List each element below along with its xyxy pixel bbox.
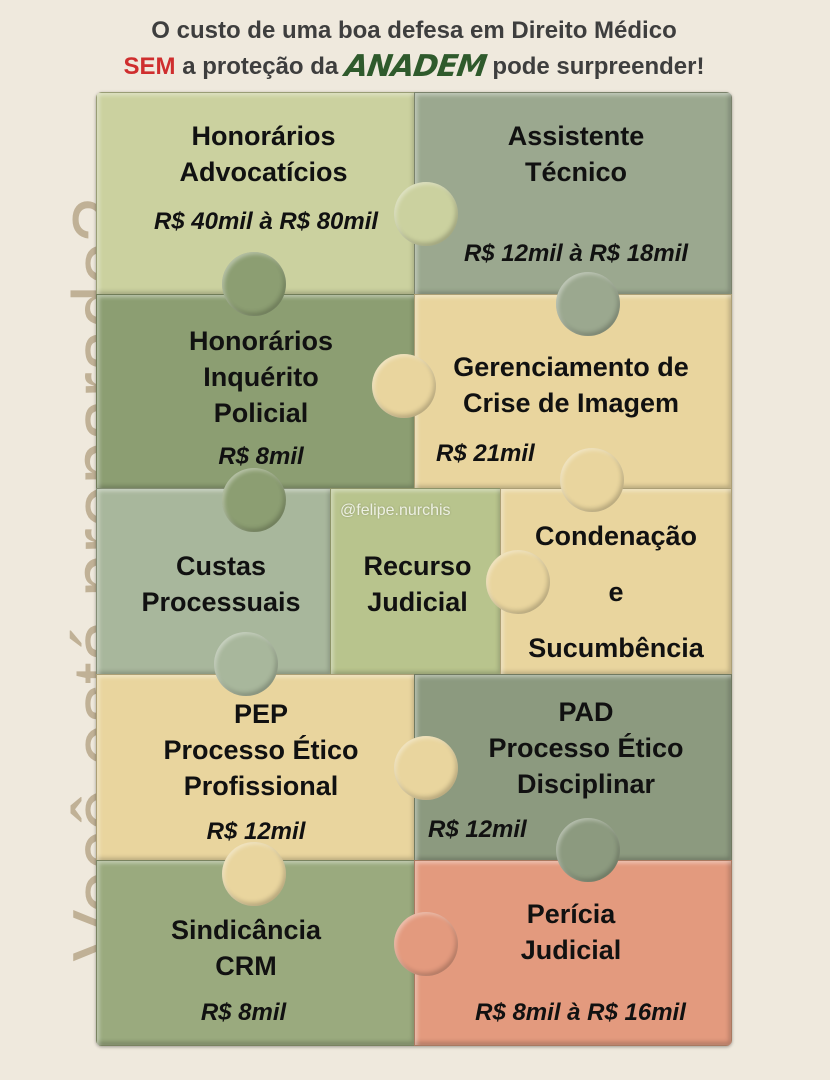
pericia-title: Perícia Judicial: [466, 896, 676, 968]
piece-pericia: [414, 860, 732, 1046]
puzzle-knob: [372, 354, 436, 418]
piece-custas-processuais: [96, 488, 332, 676]
title-line: Inquérito: [203, 362, 319, 392]
title-line: Honorários: [191, 121, 336, 151]
pep-title: PEP Processo Ético Profissional: [126, 696, 396, 804]
title-line: Policial: [213, 398, 309, 428]
header-line-2-mid: a proteção da: [182, 53, 339, 80]
title-line: Perícia: [526, 899, 616, 929]
custas-processuais-title: Custas Processuais: [116, 548, 326, 620]
title-line: Processo Ético: [163, 735, 359, 765]
assistente-tecnico-title: Assistente Técnico: [456, 118, 696, 190]
anadem-logo: ANADEM: [342, 49, 489, 84]
title-line: e: [608, 577, 624, 607]
title-line: Gerenciamento de: [453, 352, 689, 382]
title-line: Custas: [175, 551, 267, 581]
pad-title: PAD Processo Ético Disciplinar: [456, 694, 716, 802]
gerenciamento-crise-title: Gerenciamento de Crise de Imagem: [426, 349, 716, 421]
condenacao-title: Condenação e Sucumbência: [506, 508, 726, 676]
title-line: Judicial: [520, 935, 622, 965]
pep-price: R$ 12mil: [206, 818, 306, 845]
title-line: CRM: [215, 951, 277, 981]
piece-recurso-judicial: [330, 488, 502, 676]
puzzle-knob: [486, 550, 550, 614]
puzzle-knob: [214, 632, 278, 696]
puzzle-knob: [394, 736, 458, 800]
puzzle-knob: [222, 252, 286, 316]
title-line: Disciplinar: [516, 769, 656, 799]
title-line: Crise de Imagem: [462, 388, 680, 418]
title-line: Processuais: [141, 587, 301, 617]
title-line: Sucumbência: [528, 633, 704, 663]
assistente-tecnico-price: R$ 12mil à R$ 18mil: [463, 240, 689, 267]
title-line: PAD: [558, 697, 614, 727]
piece-assistente-tecnico: [414, 92, 732, 296]
header: O custo de uma boa defesa em Direito Méd…: [96, 14, 732, 86]
pericia-price: R$ 8mil à R$ 16mil: [475, 999, 686, 1026]
puzzle-knob: [556, 272, 620, 336]
title-line: Processo Ético: [488, 733, 684, 763]
recurso-judicial-title: Recurso Judicial: [340, 548, 495, 620]
title-line: Judicial: [367, 587, 468, 617]
pad-price: R$ 12mil: [428, 816, 527, 843]
title-line: Honorários: [188, 326, 334, 356]
title-line: Técnico: [524, 157, 628, 187]
header-line-2: SEM a proteção da ANADEM pode surpreende…: [96, 48, 732, 86]
sindicancia-title: Sindicância CRM: [136, 912, 356, 984]
header-line-1: O custo de uma boa defesa em Direito Méd…: [151, 17, 677, 44]
title-line: Profissional: [183, 771, 339, 801]
title-line: Condenação: [534, 521, 698, 551]
sindicancia-price: R$ 8mil: [200, 999, 287, 1026]
puzzle-knob: [394, 182, 458, 246]
puzzle-knob: [556, 818, 620, 882]
gerenciamento-crise-price: R$ 21mil: [436, 440, 535, 467]
title-line: Sindicância: [170, 915, 322, 945]
title-line: Recurso: [363, 551, 472, 581]
header-line-2-end: pode surpreender!: [492, 53, 705, 80]
title-line: Advocatícios: [179, 157, 348, 187]
title-line: Assistente: [507, 121, 645, 151]
honorarios-advocaticios-price: R$ 40mil à R$ 80mil: [153, 208, 379, 235]
puzzle-knob: [222, 468, 286, 532]
puzzle-knob: [394, 912, 458, 976]
puzzle-knob: [560, 448, 624, 512]
honorarios-inquerito-title: Honorários Inquérito Policial: [136, 323, 386, 431]
sem-highlight: SEM: [123, 53, 176, 80]
watermark: @felipe.nurchis: [340, 502, 451, 519]
honorarios-inquerito-price: R$ 8mil: [218, 443, 304, 470]
title-line: PEP: [233, 699, 289, 729]
honorarios-advocaticios-title: Honorários Advocatícios: [126, 118, 401, 190]
puzzle-knob: [222, 842, 286, 906]
puzzle-board: Honorários Advocatícios R$ 40mil à R$ 80…: [96, 92, 732, 1046]
